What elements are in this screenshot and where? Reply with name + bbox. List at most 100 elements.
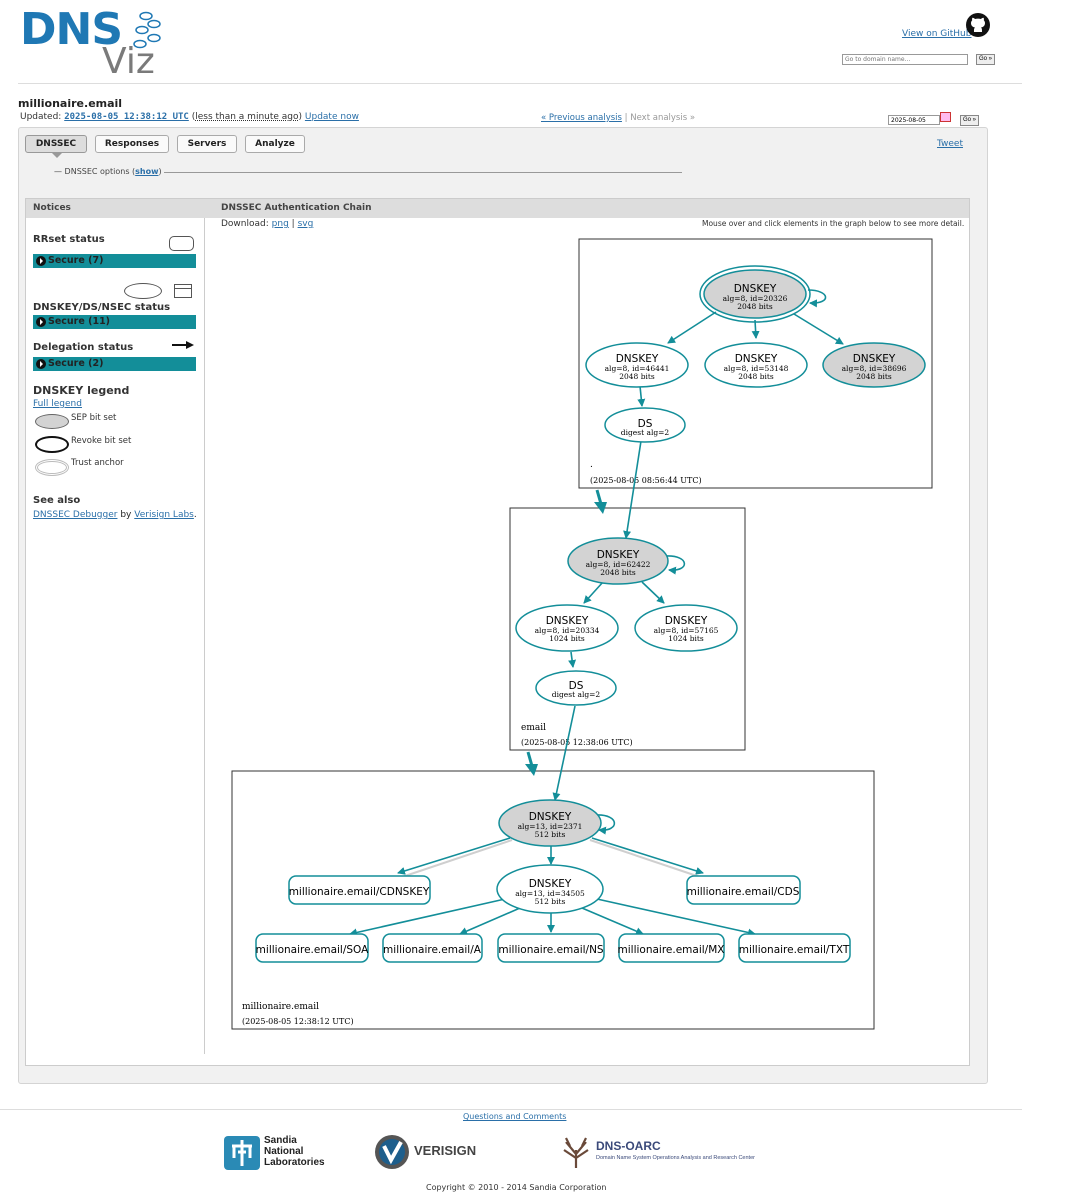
column-divider	[204, 218, 205, 1054]
sandia-line-3: Laboratories	[264, 1157, 325, 1168]
dnsviz-logo[interactable]: DNS Viz	[20, 8, 180, 80]
rrset-shape-icon	[169, 236, 194, 251]
node-label: DS	[638, 418, 653, 430]
dnskey-status-title: DNSKEY/DS/NSEC status	[33, 302, 171, 313]
node-detail: alg=8, id=38696	[842, 364, 907, 373]
options-prefix: — DNSSEC options (	[54, 167, 136, 176]
delegation-status-badge[interactable]: Secure (2)	[33, 357, 196, 371]
node-root-ds[interactable]: DS digest alg=2	[604, 407, 686, 443]
tab-responses[interactable]: Responses	[95, 135, 169, 153]
node-detail: 2048 bits	[619, 372, 655, 381]
updated-timestamp[interactable]: 2025-08-05 12:38:12 UTC	[64, 112, 189, 122]
tab-analyze[interactable]: Analyze	[245, 135, 305, 153]
zone-millionaire-time: (2025-08-05 12:38:12 UTC)	[242, 1017, 354, 1026]
node-detail: digest alg=2	[552, 690, 601, 699]
edge-zsk-txt	[596, 898, 756, 937]
dnskey-status-badge[interactable]: Secure (11)	[33, 315, 196, 329]
zone-root-time: (2025-08-05 08:56:44 UTC)	[590, 476, 702, 485]
full-legend-link[interactable]: Full legend	[33, 399, 82, 409]
previous-analysis-link[interactable]: « Previous analysis	[541, 113, 622, 123]
edge-email-ds-mil-ksk	[552, 705, 576, 801]
rrset-a[interactable]: millionaire.email/A	[382, 933, 483, 963]
update-now-link[interactable]: Update now	[304, 112, 359, 122]
rrset-status-badge[interactable]: Secure (7)	[33, 254, 196, 268]
rrset-label: millionaire.email/SOA	[256, 944, 369, 956]
edge-email-zsk1-ds	[568, 651, 577, 668]
oarc-subtitle: Domain Name System Operations Analysis a…	[596, 1155, 755, 1161]
header-divider	[18, 83, 1022, 84]
node-label: DNSKEY	[529, 878, 572, 890]
rrset-soa[interactable]: millionaire.email/SOA	[255, 933, 369, 963]
options-show-link[interactable]: show	[135, 167, 159, 176]
node-root-ksk-38696[interactable]: DNSKEY alg=8, id=38696 2048 bits	[822, 342, 926, 388]
tab-servers[interactable]: Servers	[177, 135, 237, 153]
rrset-mx[interactable]: millionaire.email/MX	[618, 933, 725, 963]
node-root-ksk[interactable]: DNSKEY alg=8, id=20326 2048 bits	[699, 265, 811, 323]
node-mil-zsk[interactable]: DNSKEY alg=13, id=34505 512 bits	[496, 864, 604, 914]
node-root-zsk-46441[interactable]: DNSKEY alg=8, id=46441 2048 bits	[585, 342, 689, 388]
download-separator: |	[291, 219, 295, 229]
zone-email-name: email	[521, 723, 546, 733]
sandia-logo[interactable]: Sandia National Laboratories	[224, 1132, 325, 1174]
date-go-button[interactable]: Go »	[960, 115, 979, 126]
delegation-arrow-email-millionaire[interactable]	[525, 751, 538, 776]
download-png-link[interactable]: png	[271, 219, 289, 229]
options-rule	[164, 172, 682, 173]
node-label: DNSKEY	[616, 353, 659, 365]
verisign-labs-link[interactable]: Verisign Labs	[134, 510, 194, 520]
rrset-label: millionaire.email/CDS	[687, 886, 800, 898]
download-svg-link[interactable]: svg	[297, 219, 314, 229]
content-header-bar	[26, 199, 969, 218]
rrset-ns[interactable]: millionaire.email/NS	[497, 933, 605, 963]
edge-cdnskey-ksk	[401, 839, 513, 878]
tab-dnssec[interactable]: DNSSEC	[25, 135, 87, 153]
node-label: DNSKEY	[853, 353, 896, 365]
zone-root-name: .	[590, 460, 593, 470]
node-detail: alg=8, id=46441	[605, 364, 670, 373]
graph-edges	[349, 289, 844, 937]
node-mil-ksk[interactable]: DNSKEY alg=13, id=2371 512 bits	[498, 799, 602, 847]
questions-link[interactable]: Questions and Comments	[463, 1112, 567, 1121]
verisign-text: VERISIGN	[414, 1143, 477, 1158]
node-label: DNSKEY	[546, 615, 589, 627]
github-link[interactable]: View on GitHub	[902, 29, 972, 39]
rrset-cdnskey[interactable]: millionaire.email/CDNSKEY	[288, 875, 431, 905]
rrset-cds[interactable]: millionaire.email/CDS	[686, 875, 801, 905]
node-email-zsk-20334[interactable]: DNSKEY alg=8, id=20334 1024 bits	[515, 604, 619, 652]
dns-oarc-logo[interactable]: DNS-OARC Domain Name System Operations A…	[560, 1132, 800, 1174]
expand-icon	[36, 317, 46, 327]
edge-root-zsk1-ds	[637, 385, 646, 407]
verisign-logo[interactable]: VERISIGN	[374, 1132, 490, 1174]
download-label: Download:	[221, 219, 269, 229]
dnssec-debugger-link[interactable]: DNSSEC Debugger	[33, 510, 118, 520]
node-root-zsk-53148[interactable]: DNSKEY alg=8, id=53148 2048 bits	[704, 342, 808, 388]
logo-viz-text: Viz	[102, 41, 155, 82]
github-icon[interactable]	[966, 13, 990, 37]
date-input[interactable]	[888, 115, 940, 125]
node-email-ksk[interactable]: DNSKEY alg=8, id=62422 2048 bits	[567, 537, 669, 585]
node-email-zsk-57165[interactable]: DNSKEY alg=8, id=57165 1024 bits	[634, 604, 738, 652]
node-label: DNSKEY	[529, 811, 572, 823]
graph-hint: Mouse over and click elements in the gra…	[702, 219, 965, 228]
node-detail: 2048 bits	[856, 372, 892, 381]
tweet-link[interactable]: Tweet	[937, 139, 963, 149]
dnskey-legend-title: DNSKEY legend	[33, 384, 130, 397]
legend-revoke-label: Revoke bit set	[71, 436, 132, 446]
edge-root-ksk-self	[807, 289, 827, 308]
see-also-period: .	[193, 510, 197, 520]
node-detail: 2048 bits	[737, 302, 773, 311]
delegation-arrow-icon	[172, 341, 194, 349]
domain-go-button[interactable]: Go »	[976, 54, 995, 65]
node-label: DNSKEY	[735, 353, 778, 365]
edge-root-ksk-zsk2	[751, 319, 760, 339]
domain-search-input[interactable]	[842, 54, 968, 65]
delegation-arrow-root-email[interactable]	[594, 489, 607, 514]
rrset-label: millionaire.email/NS	[498, 944, 604, 956]
delegation-status-title: Delegation status	[33, 342, 134, 353]
nsec-shape-icon	[174, 284, 192, 298]
node-detail: 512 bits	[535, 897, 566, 906]
rrset-txt[interactable]: millionaire.email/TXT	[738, 933, 851, 963]
calendar-icon[interactable]	[940, 112, 951, 122]
updated-row: Updated: 2025-08-05 12:38:12 UTC (less t…	[20, 112, 359, 122]
node-email-ds[interactable]: DS digest alg=2	[535, 670, 617, 706]
